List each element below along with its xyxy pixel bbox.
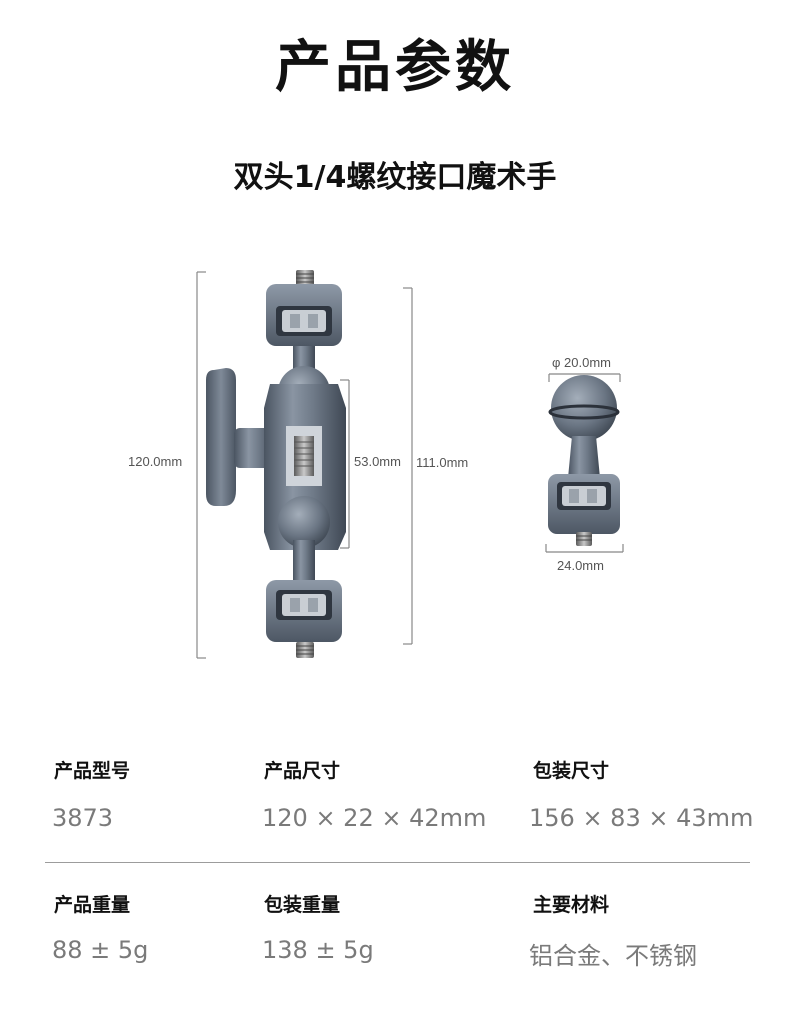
spec-value-package-size: 156 × 83 × 43mm bbox=[529, 804, 754, 832]
spec-label-material: 主要材料 bbox=[533, 894, 610, 916]
spec-value-product-size: 120 × 22 × 42mm bbox=[262, 804, 487, 832]
overall-height-bracket bbox=[196, 271, 206, 659]
ball-diameter-bracket bbox=[548, 373, 621, 382]
middle-length-bracket bbox=[340, 379, 350, 549]
spec-value-product-weight: 88 ± 5g bbox=[52, 936, 149, 964]
spec-label-product-weight: 产品重量 bbox=[54, 894, 131, 916]
product-name: 双头1/4螺纹接口魔术手 bbox=[233, 160, 557, 195]
product-dimension-diagram: 120.0mm 111.0mm 53.0mm bbox=[128, 270, 624, 659]
arm-length-label: 111.0mm bbox=[416, 455, 468, 470]
ball-mount-illustration bbox=[548, 375, 620, 546]
spec-value-package-weight: 138 ± 5g bbox=[262, 936, 374, 964]
arm-length-bracket bbox=[403, 287, 413, 645]
mount-width-bracket bbox=[545, 544, 624, 553]
ball-diameter-label: φ 20.0mm bbox=[552, 355, 611, 370]
overall-height-label: 120.0mm bbox=[128, 454, 182, 469]
page-title: 产品参数 bbox=[275, 35, 515, 100]
spec-label-package-weight: 包装重量 bbox=[264, 894, 341, 916]
spec-value-material: 铝合金、不锈钢 bbox=[529, 942, 697, 970]
spec-divider bbox=[45, 862, 750, 863]
spec-label-product-size: 产品尺寸 bbox=[264, 760, 341, 782]
spec-label-package-size: 包装尺寸 bbox=[533, 760, 610, 782]
magic-arm-illustration bbox=[206, 270, 346, 658]
mount-width-label: 24.0mm bbox=[557, 558, 604, 573]
spec-label-model: 产品型号 bbox=[54, 760, 131, 782]
middle-length-label: 53.0mm bbox=[354, 454, 401, 469]
spec-value-model: 3873 bbox=[52, 804, 114, 832]
